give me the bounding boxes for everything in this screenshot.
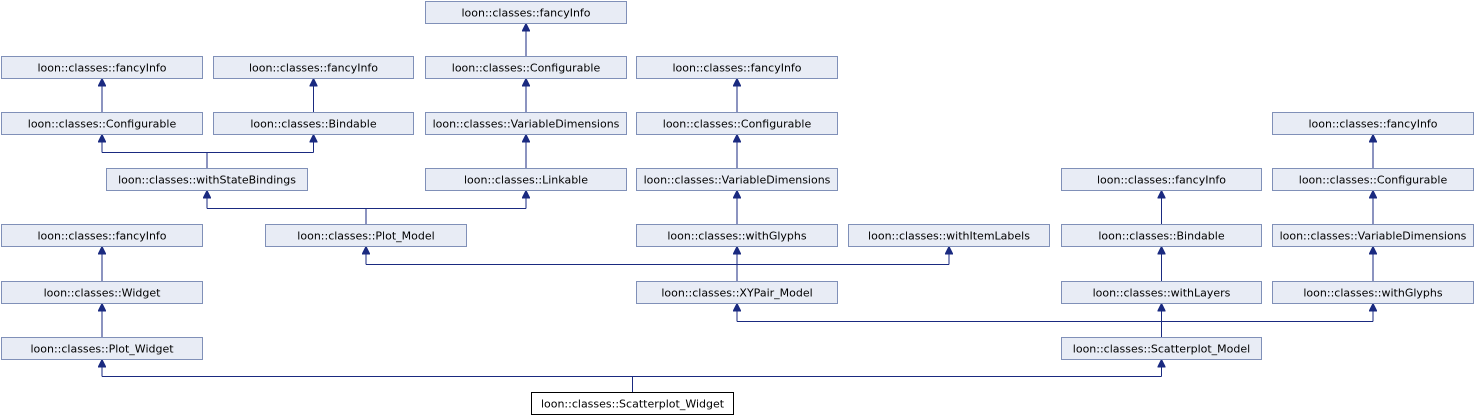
class-node-label: loon::classes::Plot_Model xyxy=(297,230,434,243)
class-node-label: loon::classes::Scatterplot_Model xyxy=(1073,343,1250,356)
class-node-label: loon::classes::Scatterplot_Widget xyxy=(541,398,725,411)
class-node-box xyxy=(636,224,838,247)
class-node[interactable]: loon::classes::withGlyphs xyxy=(636,224,838,247)
class-node-label: loon::classes::XYPair_Model xyxy=(661,287,812,300)
class-node[interactable]: loon::classes::fancyInfo xyxy=(636,56,838,79)
class-node-label: loon::classes::Configurable xyxy=(1299,174,1448,187)
class-node[interactable]: loon::classes::VariableDimensions xyxy=(636,168,838,191)
class-node-box xyxy=(265,224,467,247)
class-node-box xyxy=(425,1,627,24)
class-node-box xyxy=(1061,224,1262,247)
class-node-label: loon::classes::Widget xyxy=(44,287,162,300)
class-node-box xyxy=(425,112,627,135)
class-node-label: loon::classes::VariableDimensions xyxy=(644,174,831,187)
class-node-label: loon::classes::withGlyphs xyxy=(667,230,806,243)
class-node-label: loon::classes::VariableDimensions xyxy=(433,118,620,131)
class-node-label: loon::classes::fancyInfo xyxy=(1308,118,1437,131)
class-node-label: loon::classes::fancyInfo xyxy=(249,62,378,75)
class-node-label: loon::classes::fancyInfo xyxy=(672,62,801,75)
class-node-box xyxy=(1,337,203,360)
class-node-box xyxy=(1061,337,1262,360)
class-node-label: loon::classes::VariableDimensions xyxy=(1280,230,1467,243)
class-node[interactable]: loon::classes::fancyInfo xyxy=(1061,168,1262,191)
class-node-label: loon::classes::Linkable xyxy=(464,174,588,187)
class-node-box xyxy=(1,224,203,247)
class-node-label: loon::classes::Bindable xyxy=(1098,230,1224,243)
class-node[interactable]: loon::classes::VariableDimensions xyxy=(425,112,627,135)
class-node-box xyxy=(636,112,838,135)
class-node-box xyxy=(636,56,838,79)
class-node[interactable]: loon::classes::VariableDimensions xyxy=(1272,224,1474,247)
class-node-label: loon::classes::Plot_Widget xyxy=(30,343,174,356)
class-node-box xyxy=(1,56,203,79)
class-node[interactable]: loon::classes::Configurable xyxy=(425,56,627,79)
class-node[interactable]: loon::classes::Plot_Model xyxy=(265,224,467,247)
class-node-box xyxy=(1,112,203,135)
class-node-label: loon::classes::withItemLabels xyxy=(868,230,1030,243)
class-node[interactable]: loon::classes::withGlyphs xyxy=(1272,281,1474,304)
class-node[interactable]: loon::classes::Bindable xyxy=(1061,224,1262,247)
class-node-box xyxy=(636,168,838,191)
target-class-node[interactable]: loon::classes::Scatterplot_Widget xyxy=(531,392,734,415)
edges-layer xyxy=(102,25,1373,393)
class-node[interactable]: loon::classes::fancyInfo xyxy=(425,1,627,24)
class-node-label: loon::classes::fancyInfo xyxy=(37,62,166,75)
class-node[interactable]: loon::classes::fancyInfo xyxy=(1,56,203,79)
class-node[interactable]: loon::classes::Configurable xyxy=(636,112,838,135)
class-node-box xyxy=(1,281,203,304)
class-node[interactable]: loon::classes::withLayers xyxy=(1061,281,1262,304)
class-node-label: loon::classes::Configurable xyxy=(28,118,177,131)
class-node-box xyxy=(1061,281,1262,304)
class-node-label: loon::classes::fancyInfo xyxy=(1097,174,1226,187)
class-node[interactable]: loon::classes::Bindable xyxy=(213,112,414,135)
class-node-label: loon::classes::withGlyphs xyxy=(1303,287,1442,300)
class-node-box xyxy=(213,112,414,135)
class-node[interactable]: loon::classes::withItemLabels xyxy=(848,224,1050,247)
class-node-box xyxy=(848,224,1050,247)
class-node[interactable]: loon::classes::fancyInfo xyxy=(213,56,414,79)
class-node-box xyxy=(1061,168,1262,191)
class-node[interactable]: loon::classes::fancyInfo xyxy=(1,224,203,247)
class-node[interactable]: loon::classes::fancyInfo xyxy=(1272,112,1474,135)
class-node-label: loon::classes::fancyInfo xyxy=(37,230,166,243)
class-node-box xyxy=(425,56,627,79)
class-node[interactable]: loon::classes::withStateBindings xyxy=(106,168,308,191)
class-node[interactable]: loon::classes::Configurable xyxy=(1,112,203,135)
class-node-label: loon::classes::fancyInfo xyxy=(461,7,590,20)
class-node[interactable]: loon::classes::Widget xyxy=(1,281,203,304)
class-node[interactable]: loon::classes::Plot_Widget xyxy=(1,337,203,360)
class-node-label: loon::classes::Configurable xyxy=(452,62,601,75)
class-node[interactable]: loon::classes::Configurable xyxy=(1272,168,1474,191)
class-node-box xyxy=(636,281,838,304)
class-node[interactable]: loon::classes::Linkable xyxy=(425,168,627,191)
class-node[interactable]: loon::classes::Scatterplot_Model xyxy=(1061,337,1262,360)
class-node-box xyxy=(106,168,308,191)
class-node-label: loon::classes::Bindable xyxy=(250,118,376,131)
class-node-label: loon::classes::withLayers xyxy=(1093,287,1231,300)
class-node-box xyxy=(213,56,414,79)
class-node-box xyxy=(425,168,627,191)
class-node-label: loon::classes::withStateBindings xyxy=(118,174,296,187)
class-node[interactable]: loon::classes::XYPair_Model xyxy=(636,281,838,304)
class-node-box xyxy=(531,392,734,415)
class-node-label: loon::classes::Configurable xyxy=(663,118,812,131)
